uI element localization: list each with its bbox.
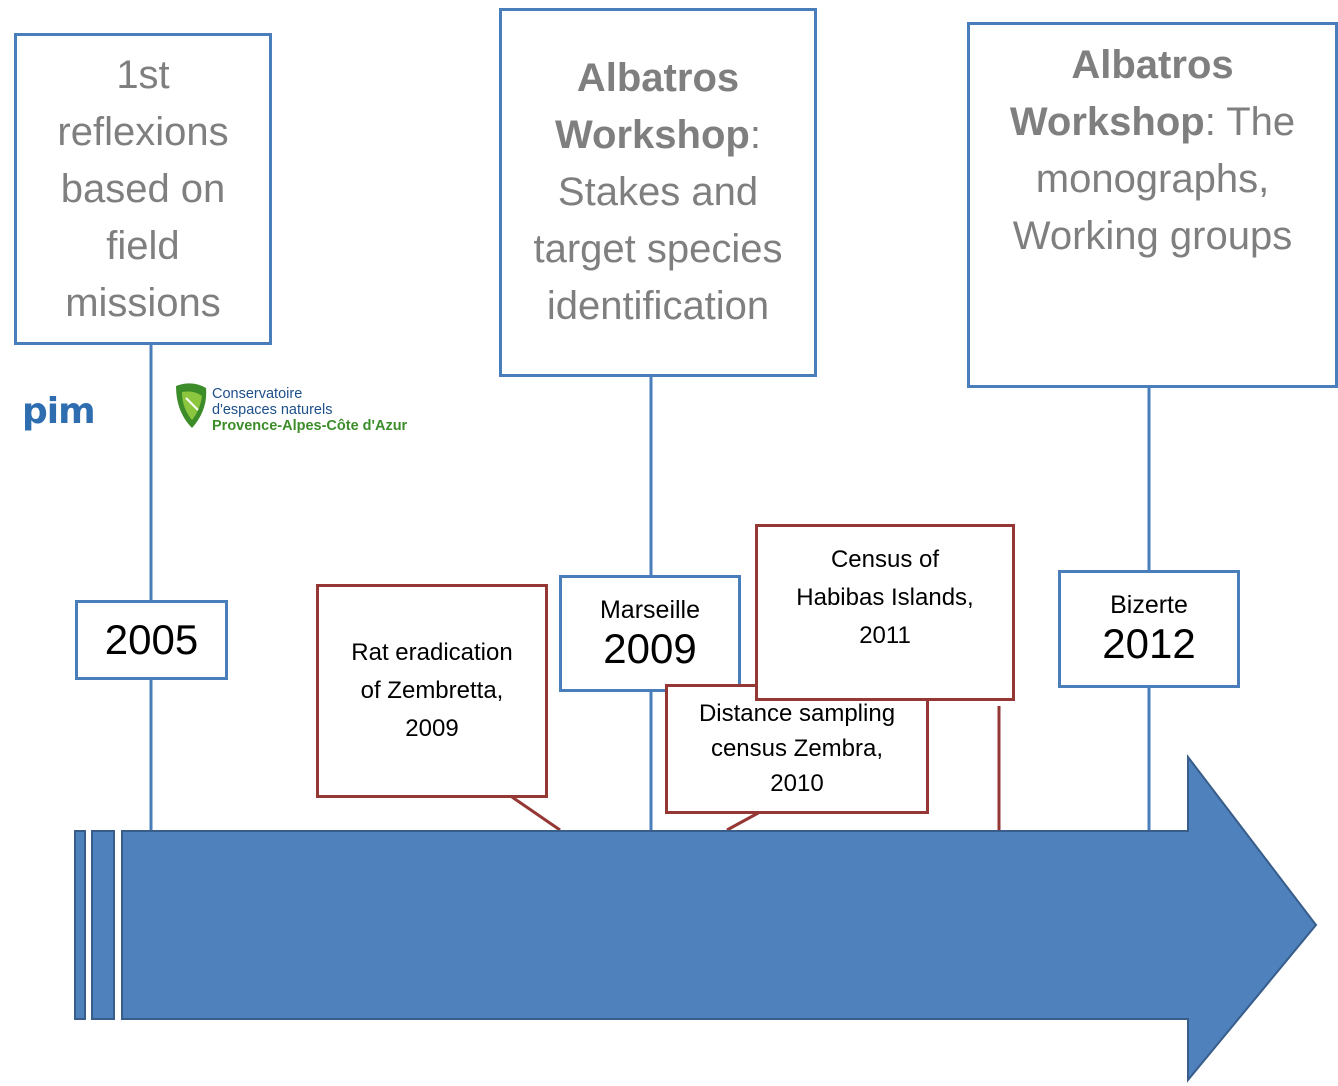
event-habibas: Census of Habibas Islands, 2011 [755, 524, 1015, 701]
top-box-2012-colon: : [1204, 100, 1216, 144]
milestone-2009-place: Marseille [599, 595, 701, 624]
pim-logo: pim [22, 391, 96, 432]
milestone-2009-year: 2009 [603, 624, 697, 672]
cen-paca-logo: Conservatoire d'espaces naturels Provenc… [172, 378, 412, 444]
top-box-2005: 1st reflexions based on field missions [14, 33, 272, 345]
cen-logo-line1: Conservatoire [212, 386, 303, 402]
milestone-2009: Marseille 2009 [559, 575, 741, 692]
arrow-tail-bar-1 [74, 830, 86, 1020]
cen-logo-line3: Provence-Alpes-Côte d'Azur [212, 418, 408, 434]
arrow-tail-bar-2 [91, 830, 115, 1020]
top-box-2012-text: Albatros Workshop: The monographs, Worki… [970, 37, 1335, 265]
cen-logo-text: Conservatoire d'espaces naturels Provenc… [212, 386, 407, 434]
cen-logo-line2: d'espaces naturels [212, 402, 333, 418]
top-box-2009-colon: : [749, 113, 761, 157]
event-zembra-text: Distance sampling census Zembra, 2010 [698, 700, 896, 797]
cen-leaf-icon [176, 383, 207, 428]
top-box-2012: Albatros Workshop: The monographs, Worki… [967, 22, 1338, 388]
callout-pointer-zembretta [511, 795, 561, 832]
top-box-2012-rest: The monographs, Working groups [1012, 100, 1296, 258]
milestone-2012: Bizerte 2012 [1058, 570, 1240, 688]
milestone-2012-place: Bizerte [1110, 591, 1188, 619]
milestone-2005: 2005 [75, 600, 228, 680]
callout-pointer-zembra [726, 810, 761, 832]
top-box-2009-bold: Albatros Workshop [555, 56, 750, 157]
top-box-2009: Albatros Workshop: Stakes and target spe… [499, 8, 817, 377]
top-box-2009-rest: Stakes and target species identification [533, 170, 783, 328]
timeline-arrow [121, 754, 1318, 1083]
event-zembra: Distance sampling census Zembra, 2010 [665, 684, 929, 814]
event-zembretta-text: Rat eradication of Zembretta, 2009 [351, 639, 513, 742]
top-box-2012-bold: Albatros Workshop [1009, 43, 1234, 144]
event-habibas-text: Census of Habibas Islands, 2011 [796, 546, 974, 649]
pim-logo-text: pim [22, 391, 96, 432]
milestone-2005-year: 2005 [104, 616, 199, 663]
event-zembretta: Rat eradication of Zembretta, 2009 [316, 584, 548, 798]
milestone-2012-year: 2012 [1102, 620, 1196, 667]
top-box-2009-text: Albatros Workshop: Stakes and target spe… [502, 50, 814, 335]
top-box-2005-text: 1st reflexions based on field missions [57, 52, 229, 325]
